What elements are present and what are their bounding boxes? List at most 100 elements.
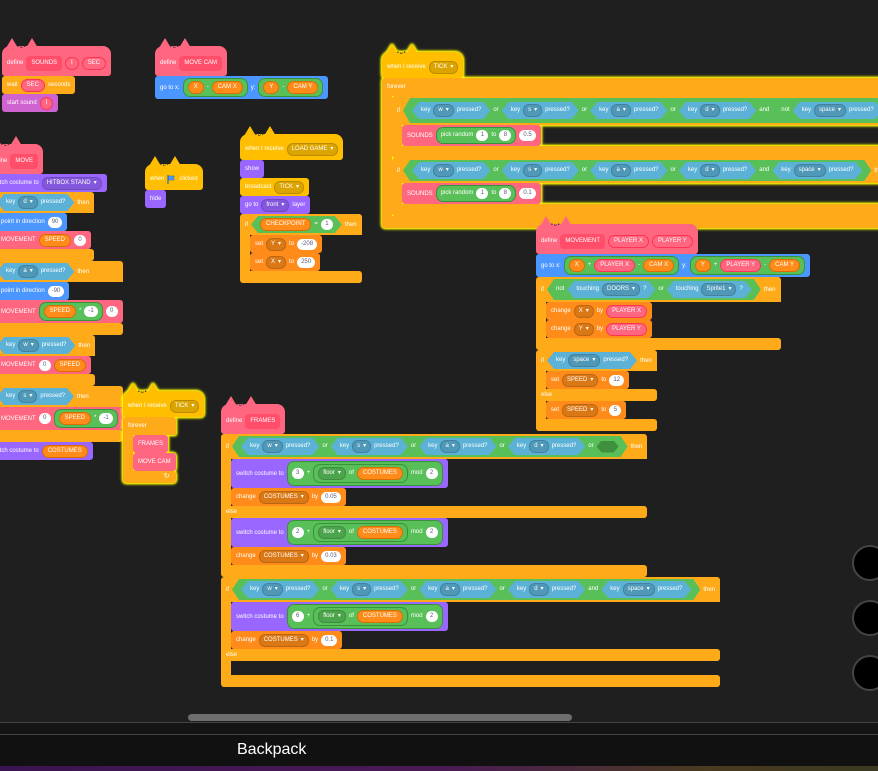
number-input[interactable]: -1: [99, 413, 113, 424]
dropdown[interactable]: s▾: [18, 390, 37, 403]
argument-reporter[interactable]: PLAYER X: [606, 304, 647, 318]
else-label[interactable]: else: [221, 649, 721, 661]
dropdown[interactable]: X▾: [266, 255, 287, 269]
dropdown[interactable]: COSTUMES▾: [258, 633, 309, 647]
argument-reporter[interactable]: PLAYER Y: [606, 322, 647, 336]
dropdown[interactable]: COSTUMES▾: [258, 549, 309, 563]
dropdown[interactable]: floor▾: [318, 467, 346, 480]
number-input[interactable]: 0.05: [321, 491, 341, 503]
dropdown[interactable]: COSTUMES▾: [258, 490, 309, 504]
dropdown[interactable]: a▾: [611, 104, 630, 117]
dropdown[interactable]: a▾: [18, 265, 37, 278]
empty-boolean-slot[interactable]: [597, 441, 619, 453]
dropdown[interactable]: w▾: [433, 164, 453, 177]
dropdown[interactable]: s▾: [523, 164, 542, 177]
dropdown[interactable]: a▾: [440, 440, 459, 453]
variable-reporter[interactable]: SPEED: [38, 233, 72, 247]
number-input[interactable]: 0.03: [321, 550, 341, 562]
number-input[interactable]: 2: [425, 468, 438, 479]
number-input[interactable]: 0.1: [519, 188, 536, 199]
c-block-header[interactable]: ifkeyd▾pressed?then: [0, 192, 95, 213]
dropdown[interactable]: space▾: [794, 164, 826, 177]
operator-reporter[interactable]: SPEED*-1: [38, 302, 103, 321]
dropdown[interactable]: floor▾: [318, 526, 346, 539]
zoom-in-button[interactable]: [852, 545, 878, 581]
dropdown[interactable]: space▾: [623, 583, 655, 596]
argument-reporter[interactable]: SEC: [20, 78, 46, 92]
dropdown[interactable]: LOAD GAME▾: [286, 142, 339, 156]
number-input[interactable]: 12: [609, 374, 625, 386]
number-input[interactable]: 0.5: [519, 130, 536, 141]
stack-block[interactable]: hide: [145, 190, 167, 208]
dropdown[interactable]: DOORS▾: [602, 283, 640, 296]
dropdown[interactable]: d▾: [700, 164, 719, 177]
variable-reporter[interactable]: X: [568, 259, 585, 272]
dropdown[interactable]: a▾: [611, 164, 630, 177]
number-input[interactable]: -90: [47, 285, 65, 297]
c-block-header[interactable]: forever: [382, 78, 878, 96]
stack-block[interactable]: point in direction-90: [0, 282, 70, 300]
dropdown[interactable]: s▾: [352, 583, 371, 596]
dropdown[interactable]: d▾: [529, 583, 548, 596]
variable-reporter[interactable]: CAM X: [643, 259, 675, 272]
number-input[interactable]: 0.1: [321, 634, 338, 646]
variable-reporter[interactable]: Y: [263, 81, 280, 94]
argument-reporter[interactable]: I: [65, 56, 79, 70]
number-input[interactable]: 5: [609, 404, 622, 416]
operator-reporter[interactable]: X-CAM X: [182, 78, 248, 97]
dropdown[interactable]: a▾: [440, 583, 459, 596]
variable-reporter[interactable]: Y: [694, 259, 711, 272]
operator-reporter[interactable]: SPEED*-1: [53, 409, 118, 428]
argument-reporter[interactable]: PLAYER Y: [720, 259, 762, 272]
argument-reporter[interactable]: PLAYER Y: [651, 234, 693, 248]
argument-reporter[interactable]: SEC: [81, 56, 107, 70]
variable-reporter[interactable]: CAM Y: [287, 81, 319, 94]
variable-reporter[interactable]: SPEED: [53, 358, 87, 372]
operator-reporter[interactable]: X+PLAYER X-CAM X: [563, 256, 680, 275]
operator-reporter[interactable]: Y+PLAYER Y-CAM Y: [689, 256, 806, 275]
dropdown[interactable]: d▾: [18, 196, 37, 209]
operator-boolean[interactable]: CHECKPOINT=1: [251, 216, 342, 233]
stack-block[interactable]: show: [240, 160, 265, 178]
dropdown[interactable]: HITBOX STAND▾: [41, 176, 102, 190]
horizontal-scrollbar[interactable]: [188, 714, 572, 721]
